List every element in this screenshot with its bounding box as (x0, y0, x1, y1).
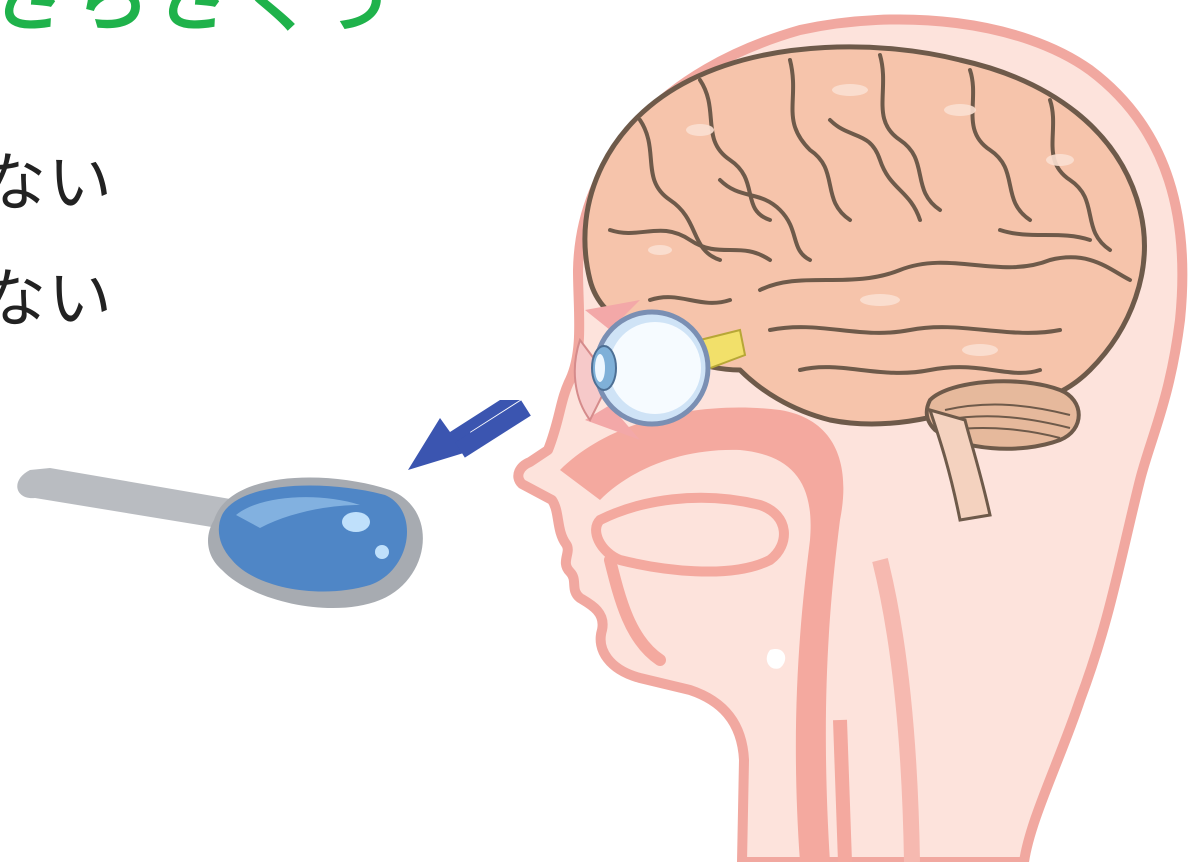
arrow-left-down-icon (408, 400, 526, 470)
spoon-with-liquid (17, 468, 423, 608)
